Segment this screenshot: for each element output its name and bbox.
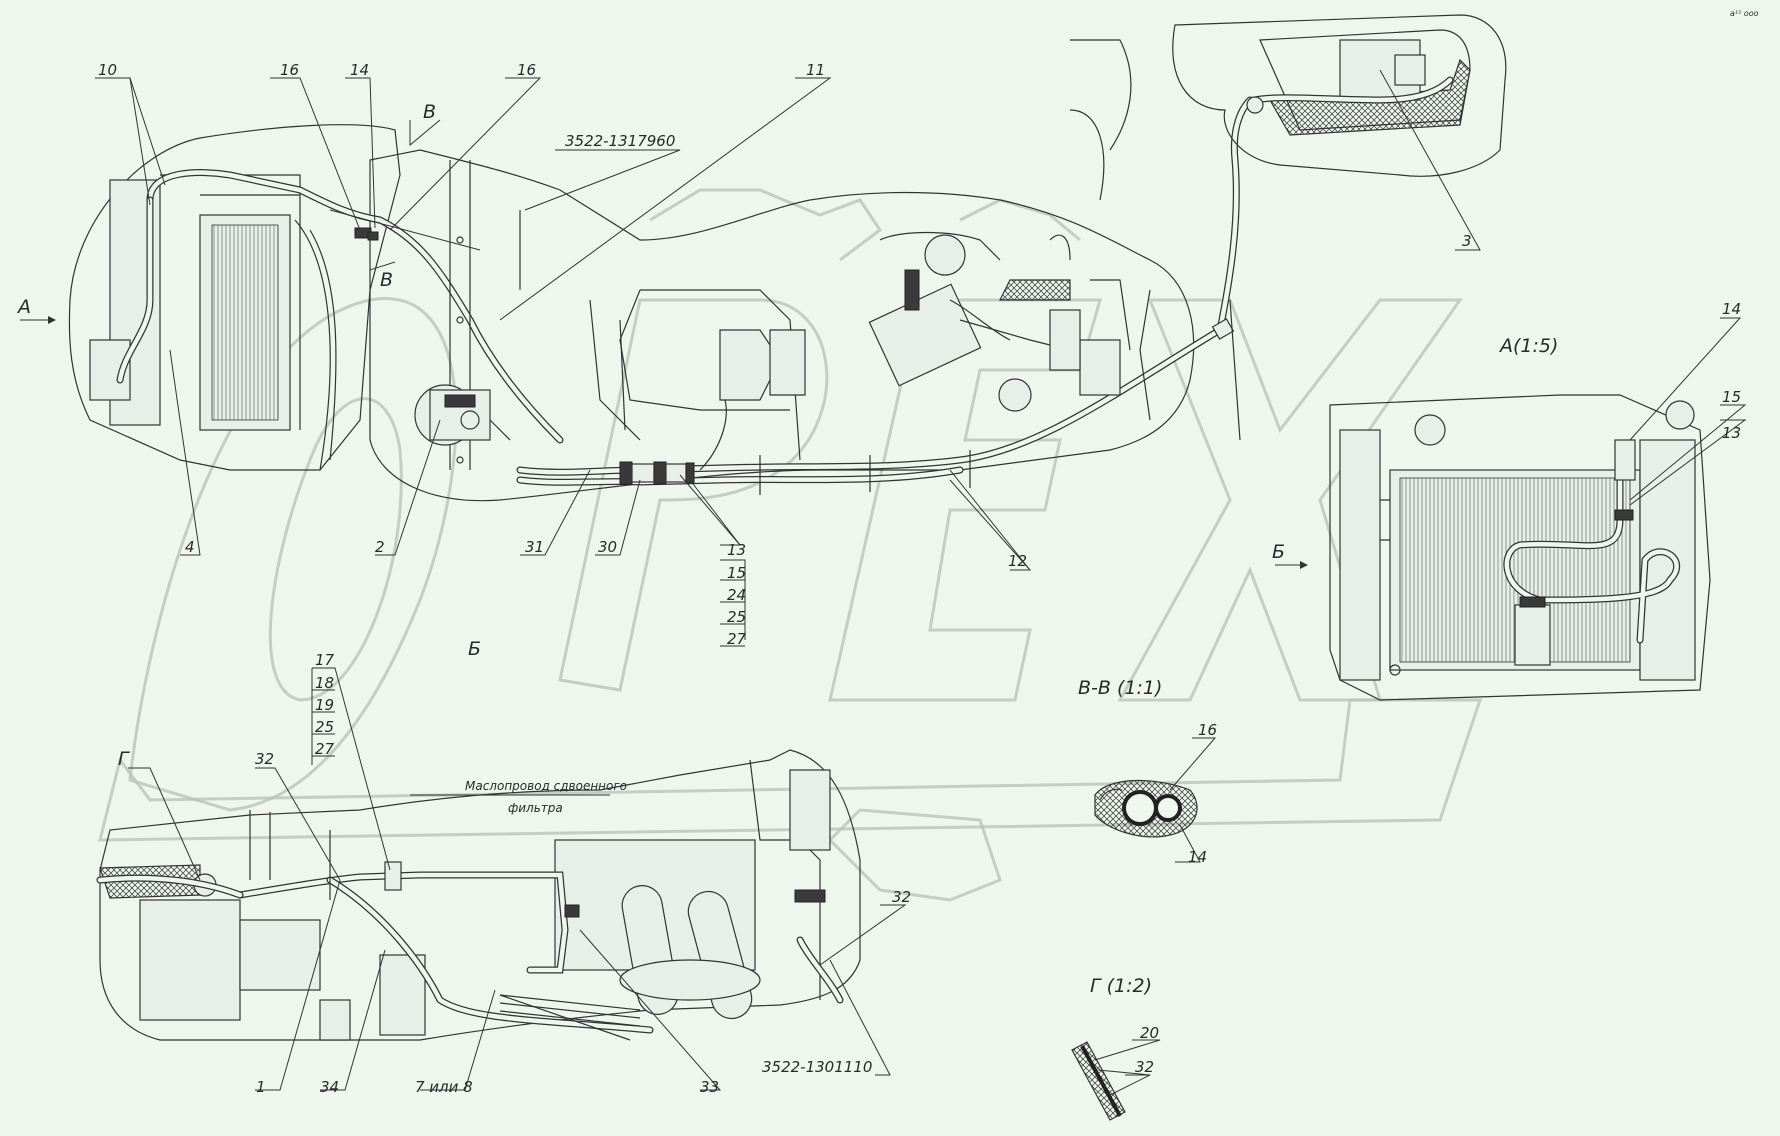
main-assembly-view — [68, 96, 1254, 502]
label-32-a: 32 — [255, 750, 274, 768]
section-v-bottom: В — [380, 269, 393, 291]
label-17: 17 — [315, 651, 335, 669]
oil-line-note-line2: фильтра — [508, 801, 563, 815]
label-3: 3 — [1462, 232, 1472, 250]
part-labels: 10 16 14 16 11 3522-1317960 3 4 2 31 30 … — [98, 61, 1741, 1096]
label-14-b: 14 — [1722, 300, 1741, 318]
coupling-group — [619, 461, 695, 485]
bottom-assembly-view — [96, 749, 861, 1041]
label-1: 1 — [256, 1078, 266, 1096]
label-32-c: 32 — [1135, 1058, 1154, 1076]
label-3522-1317960: 3522-1317960 — [565, 132, 675, 150]
label-16-a: 16 — [280, 61, 299, 79]
view-g-hose — [1071, 1041, 1126, 1121]
label-14-c: 14 — [1188, 848, 1207, 866]
label-20: 20 — [1140, 1024, 1159, 1042]
cabin-view — [1069, 14, 1507, 201]
label-33: 33 — [700, 1078, 719, 1096]
label-14-a: 14 — [350, 61, 369, 79]
section-v-top: В — [423, 101, 436, 123]
view-b-title: Б — [468, 638, 481, 660]
label-10: 10 — [98, 61, 117, 79]
corner-mark: a¹¹ ooo — [1730, 9, 1759, 18]
label-25-a: 25 — [727, 608, 746, 626]
view-a-arrow: А — [16, 296, 31, 318]
receiver-assembly — [868, 234, 1121, 412]
view-g-mark: Г — [118, 748, 130, 770]
label-13-a: 13 — [727, 541, 746, 559]
oil-line-note: Маслопровод сдвоенного фильтра — [465, 779, 627, 815]
section-vv-title: В-В (1:1) — [1078, 677, 1162, 699]
label-15-b: 15 — [1722, 388, 1741, 406]
label-7-or-8: 7 или 8 — [415, 1078, 473, 1096]
view-a-radiator — [1329, 394, 1711, 701]
label-15-a: 15 — [727, 564, 746, 582]
label-27-b: 27 — [315, 740, 335, 758]
watermark — [98, 188, 1483, 902]
label-4: 4 — [185, 538, 195, 556]
label-11: 11 — [806, 61, 825, 79]
view-g-title: Г (1:2) — [1090, 975, 1152, 997]
label-3522-1301110: 3522-1301110 — [762, 1058, 872, 1076]
label-2: 2 — [375, 538, 385, 556]
label-27-a: 27 — [727, 630, 747, 648]
view-labels: А А(1:5) Б Б В В В-В (1:1) Г Г (1:2) — [16, 101, 1558, 997]
oil-line-note-line1: Маслопровод сдвоенного — [465, 779, 627, 793]
label-19: 19 — [315, 696, 334, 714]
view-b-arrow: Б — [1272, 541, 1285, 563]
label-25-b: 25 — [315, 718, 334, 736]
label-12: 12 — [1008, 552, 1027, 570]
label-30: 30 — [598, 538, 617, 556]
compressor-2 — [414, 384, 511, 446]
label-16-c: 16 — [1198, 721, 1217, 739]
view-a-title: А(1:5) — [1498, 335, 1558, 357]
label-24: 24 — [727, 586, 746, 604]
label-31: 31 — [525, 538, 544, 556]
label-16-b: 16 — [517, 61, 536, 79]
label-13-b: 13 — [1722, 424, 1741, 442]
receiver-dryer — [1514, 604, 1551, 666]
label-18: 18 — [315, 674, 334, 692]
label-34: 34 — [320, 1078, 339, 1096]
label-32-b: 32 — [892, 888, 911, 906]
leader-lines — [20, 69, 1747, 1096]
section-vv — [1094, 779, 1198, 838]
